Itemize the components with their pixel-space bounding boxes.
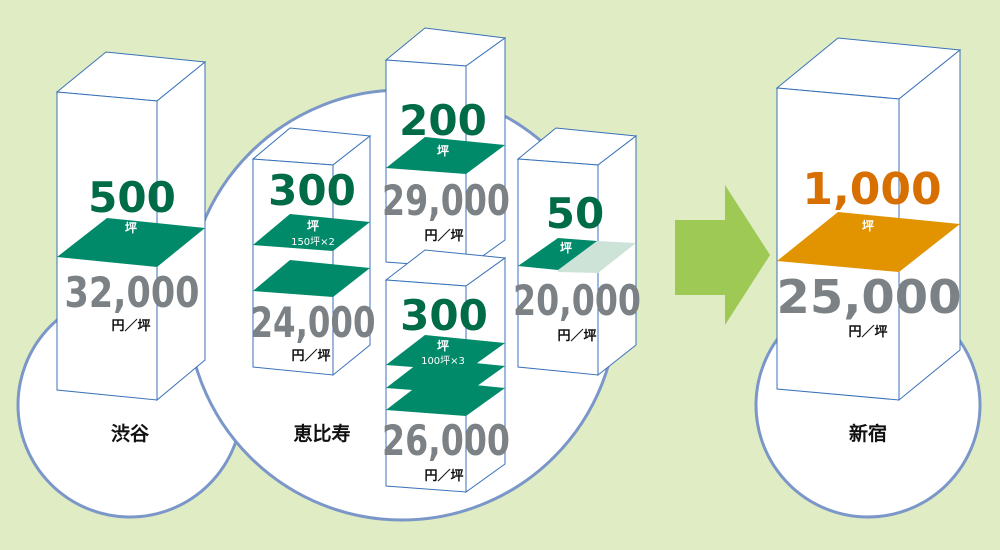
floor-plate xyxy=(777,212,960,272)
floor-plate xyxy=(386,358,505,394)
area-value: 200 xyxy=(399,96,487,145)
floor-plate xyxy=(253,214,370,251)
price-value: 29,000 xyxy=(382,176,510,225)
floor-note: 100坪×3 xyxy=(421,354,465,367)
price-unit: 円／坪 xyxy=(424,228,463,244)
floor-plate xyxy=(57,218,205,267)
area-unit: 坪 xyxy=(307,219,319,233)
price-value: 24,000 xyxy=(251,298,376,347)
area-unit: 坪 xyxy=(862,219,874,233)
price-unit: 円／坪 xyxy=(291,348,330,364)
area-unit: 坪 xyxy=(125,221,137,235)
ebisu-building-1: 300 坪 150坪×2 24,000 円／坪 xyxy=(251,127,376,377)
floor-plate xyxy=(386,335,505,371)
area-value: 300 xyxy=(400,291,488,340)
floor-plate xyxy=(386,137,505,174)
floor-plate xyxy=(518,238,597,270)
price-value: 25,000 xyxy=(777,270,962,324)
ebisu-building-2: 200 坪 29,000 円／坪 xyxy=(382,27,510,269)
area-value: 500 xyxy=(88,173,176,222)
price-unit: 円／坪 xyxy=(848,324,887,340)
price-unit: 円／坪 xyxy=(424,468,463,484)
price-value: 32,000 xyxy=(65,268,200,317)
arrow-right-icon xyxy=(675,185,770,325)
area-label-ebisu: 恵比寿 xyxy=(293,422,350,445)
floor-plate xyxy=(253,260,370,297)
floor-note: 150坪×2 xyxy=(291,235,335,248)
area-label-shibuya: 渋谷 xyxy=(111,422,150,445)
area-unit: 坪 xyxy=(437,144,449,158)
shibuya-building: 500 坪 32,000 円／坪 xyxy=(55,51,207,402)
ebisu-building-3: 300 坪 100坪×3 26,000 円／坪 xyxy=(382,249,510,493)
price-value: 26,000 xyxy=(382,416,510,465)
ebisu-building-4: 50 坪 20,000 円／坪 xyxy=(513,127,641,377)
area-value: 1,000 xyxy=(802,164,941,215)
price-unit: 円／坪 xyxy=(111,318,150,334)
price-value: 20,000 xyxy=(513,276,641,325)
area-value: 300 xyxy=(268,166,356,215)
area-unit: 坪 xyxy=(560,241,572,255)
area-value: 50 xyxy=(546,189,604,238)
area-unit: 坪 xyxy=(437,339,449,353)
floor-plate xyxy=(386,380,505,416)
price-unit: 円／坪 xyxy=(557,328,596,344)
shinjuku-building: 1,000 坪 25,000 円／坪 xyxy=(775,37,962,402)
area-label-shinjuku: 新宿 xyxy=(849,422,887,445)
